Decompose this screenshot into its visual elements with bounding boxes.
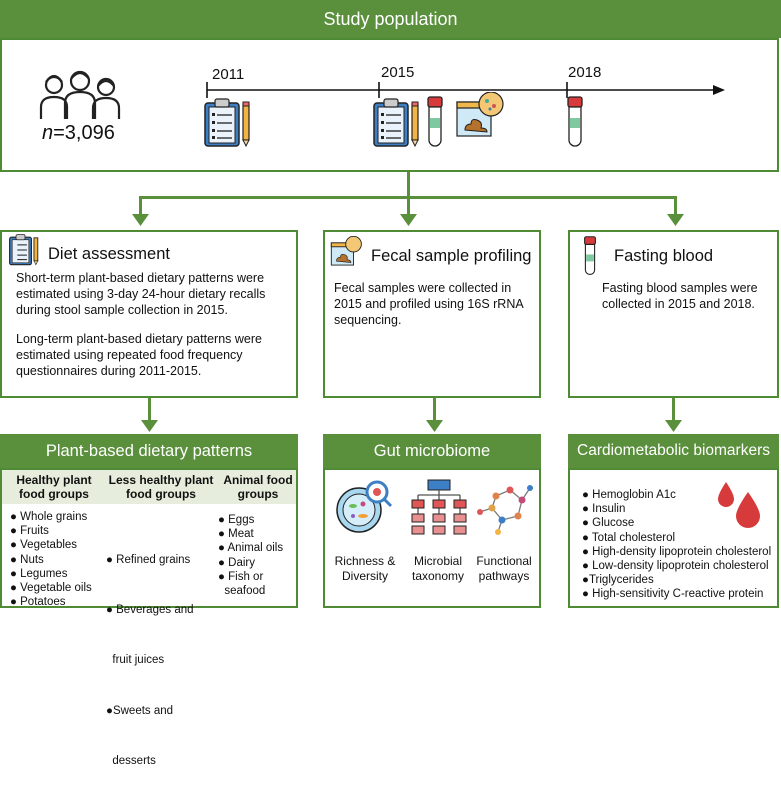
list-item: ● Legumes (10, 567, 68, 580)
list-item: fruit juices (106, 654, 165, 667)
list-item: ● Whole grains (10, 511, 88, 523)
biomarkers-list: ● Hemoglobin A1c ● Insulin ● Glucose ● T… (582, 488, 771, 602)
connector (148, 398, 151, 422)
list-item: ● Refined grains (106, 554, 191, 566)
n-value: =3,096 (53, 122, 115, 144)
list-item: ● Fruits (10, 525, 49, 538)
pathway-network-icon (477, 485, 533, 535)
stool-sample-icon (330, 236, 362, 266)
petri-dish-icon (336, 480, 393, 533)
blood-tube-icon (567, 96, 583, 147)
list-item: ● Fish or (218, 570, 264, 583)
list-item: ● High-sensitivity C-reactive protein (582, 588, 764, 601)
diet-assessment-box (0, 230, 298, 398)
list-item: ● Dairy (218, 556, 255, 569)
people-icon (39, 70, 121, 119)
gut-microbiome-title: Gut microbiome (373, 442, 491, 460)
plant-patterns-title: Plant-based dietary patterns (45, 442, 253, 460)
diet-assessment-title: Diet assessment (48, 245, 170, 263)
connector (433, 398, 436, 422)
arrow-head (141, 420, 158, 432)
fasting-blood-title: Fasting blood (614, 247, 714, 265)
arrow-head (132, 214, 149, 226)
list-item: ● Hemoglobin A1c (582, 489, 676, 501)
connector (672, 398, 675, 422)
less-healthy-food-list: ● Refined grains ● Beverages and fruit j… (106, 517, 194, 786)
list-item: seafood (218, 585, 266, 598)
stool-sample-icon (456, 92, 504, 137)
timeline (206, 82, 725, 98)
biomarkers-header: Cardiometabolic biomarkers (568, 434, 779, 468)
taxonomy-tree-icon (411, 479, 467, 535)
clipboard-icon (373, 98, 419, 148)
fecal-profiling-box (323, 230, 541, 398)
diet-assessment-para1: Short-term plant-based dietary patterns … (16, 271, 266, 317)
plant-patterns-column-headers (2, 470, 296, 504)
animal-food-list: ● Eggs ● Meat ● Animal oils ● Dairy ● Fi… (218, 513, 283, 598)
blood-tube-icon (427, 96, 443, 147)
fecal-profiling-title: Fecal sample profiling (371, 247, 532, 265)
richness-diversity-label: Richness & Diversity (334, 554, 396, 583)
clipboard-icon (9, 234, 39, 266)
gut-microbiome-header: Gut microbiome (323, 434, 541, 468)
connector (407, 172, 410, 198)
list-item: ● Nuts (10, 553, 44, 566)
healthy-food-list: ● Whole grains ● Fruits ● Vegetables ● N… (10, 510, 92, 609)
list-item: ● Low-density lipoprotein cholesterol (582, 560, 769, 573)
list-item: ● Beverages and (106, 604, 194, 617)
blood-tube-icon (584, 236, 596, 275)
study-population-title: Study population (323, 9, 458, 29)
list-item: ● Meat (218, 528, 254, 541)
list-item: ● Animal oils (218, 542, 284, 555)
plant-patterns-header: Plant-based dietary patterns (0, 434, 298, 468)
fecal-profiling-text: Fecal samples were collected in 2015 and… (334, 281, 524, 327)
n-label: n (42, 122, 54, 144)
list-item: ● Eggs (218, 514, 255, 526)
biomarkers-box (568, 468, 779, 608)
column-header-healthy: Healthy plant food groups (16, 473, 92, 501)
list-item: desserts (106, 754, 156, 767)
year-2015: 2015 (381, 64, 415, 81)
arrow-head (426, 420, 443, 432)
list-item: ●Sweets and (106, 704, 174, 717)
study-population-header: Study population (0, 0, 781, 38)
list-item: ● Insulin (582, 503, 626, 516)
column-header-less-healthy: Less healthy plant food groups (108, 473, 214, 501)
year-2018: 2018 (568, 64, 602, 81)
list-item: ● Potatoes (10, 596, 66, 609)
list-item: ● Vegetables (10, 539, 78, 552)
fasting-blood-text: Fasting blood samples were collected in … (602, 281, 758, 311)
arrow-head (665, 420, 682, 432)
arrow-head (400, 214, 417, 226)
column-header-animal: Animal food groups (223, 473, 293, 501)
list-item: ● High-density lipoprotein cholesterol (582, 545, 772, 558)
biomarkers-title: Cardiometabolic biomarkers (577, 442, 770, 459)
diet-assessment-para2: Long-term plant-based dietary patterns w… (16, 332, 262, 378)
list-item: ● Vegetable oils (10, 582, 92, 595)
connector (139, 196, 142, 216)
connector (407, 196, 410, 216)
arrow-head (667, 214, 684, 226)
list-item: ● Total cholesterol (582, 531, 676, 544)
sample-size: n=3,096 (42, 122, 115, 145)
list-item: ● Glucose (582, 517, 635, 530)
microbial-taxonomy-label: Microbial taxonomy (411, 554, 465, 583)
year-2011: 2011 (212, 66, 245, 83)
connector (674, 196, 677, 216)
fasting-blood-box (568, 230, 779, 398)
clipboard-icon (204, 98, 250, 148)
functional-pathways-label: Functional pathways (476, 554, 532, 583)
blood-drops-icon (718, 482, 760, 528)
list-item: ●Triglycerides (582, 574, 654, 587)
